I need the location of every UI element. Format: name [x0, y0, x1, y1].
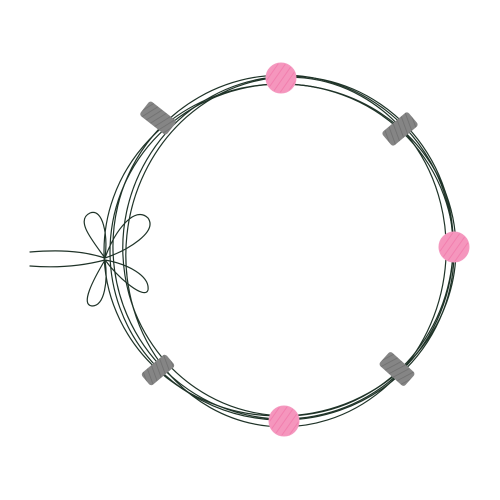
gray-clip-icon: [382, 112, 418, 146]
gray-clip-icon: [379, 352, 415, 386]
bow-tail-lower: [29, 259, 106, 268]
bow-tail-upper: [29, 250, 106, 259]
bow-loop-lower-right: [104, 259, 149, 294]
pink-pom-icon: [268, 405, 300, 437]
gray-clip-icon: [140, 101, 176, 135]
gray-clip-icon: [141, 354, 175, 386]
bow-icon: [29, 211, 151, 307]
bow-loop-upper-right: [104, 213, 151, 259]
bow-loop-upper-left: [83, 211, 107, 259]
pink-pom-icon: [265, 62, 297, 94]
pink-poms: [265, 62, 470, 437]
pink-pom-icon: [438, 231, 470, 263]
gray-clips: [140, 101, 418, 386]
bow-loop-lower-left: [86, 259, 107, 307]
wire-ring: [125, 76, 447, 428]
wire-ring: [122, 75, 454, 417]
